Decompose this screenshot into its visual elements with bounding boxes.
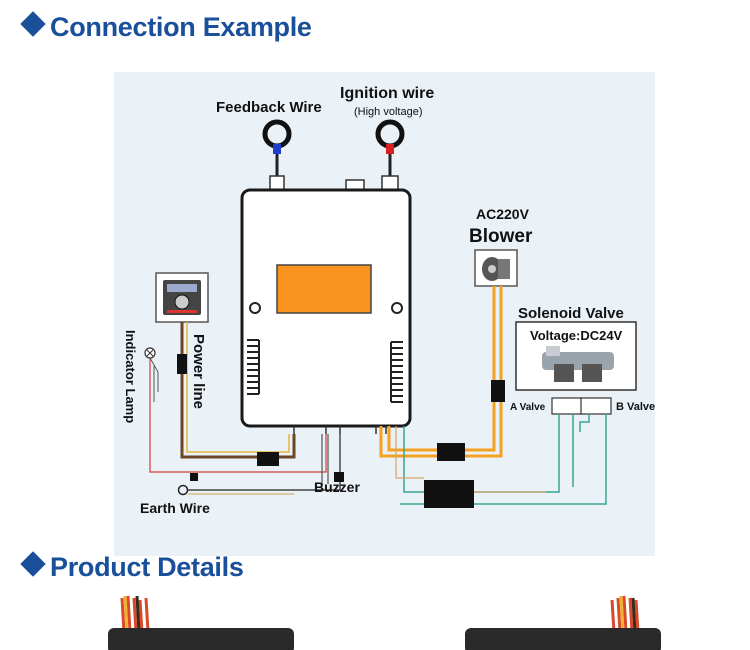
indicator-lamp-label: Indicator Lamp [123, 330, 138, 423]
power-line-label: Power line [190, 334, 207, 409]
right-vent [390, 341, 403, 403]
earth-wire-label: Earth Wire [140, 500, 210, 516]
b-valve-wire [579, 414, 590, 432]
earth-wire [188, 434, 341, 491]
power-line-connector [177, 354, 187, 374]
connection-example-title: Connection Example [50, 12, 312, 42]
buzzer-connector [334, 472, 344, 482]
earth-ring-icon [177, 484, 189, 496]
solenoid-valve-box [515, 321, 637, 391]
connection-example-heading: Connection Example [20, 11, 312, 43]
blower-connector [491, 380, 505, 402]
buzzer-wire [321, 434, 329, 484]
feedback-wire-label: Feedback Wire [216, 99, 322, 116]
bottom-terminals [293, 426, 387, 434]
solenoid-valve-icon [542, 346, 614, 382]
ignition-wire-tip [386, 144, 394, 154]
mount-hole [391, 302, 403, 314]
a-valve-terminal-block [551, 397, 583, 415]
mount-hole [249, 302, 261, 314]
valve-voltage-label: Voltage:DC24V [530, 328, 623, 343]
feedback-connector [269, 175, 285, 191]
b-valve-terminal-block [580, 397, 612, 415]
blower-motor-icon [474, 249, 518, 287]
ignition-wire-group [375, 119, 405, 191]
feedback-wire-tip [273, 144, 281, 154]
temperature-meter-icon [155, 272, 209, 323]
power-line-wire-yellow [186, 322, 290, 453]
valve-harness-wire [395, 426, 424, 479]
ignition-connector [381, 175, 399, 191]
a-valve-label: A Valve [510, 402, 546, 413]
ignition-wire-label: Ignition wire [340, 85, 434, 102]
ignition-note-label: (High voltage) [354, 106, 422, 118]
controller-display-window [276, 264, 372, 314]
diamond-bullet-icon [20, 551, 46, 577]
b-valve-label: B Valve [616, 401, 655, 413]
solenoid-valve-label: Solenoid Valve [518, 305, 624, 322]
valve-main-connector [424, 480, 474, 508]
controller-unit [240, 188, 412, 434]
product-details-title: Product Details [50, 552, 244, 582]
diamond-bullet-icon [20, 11, 46, 37]
left-vent [247, 339, 260, 395]
buzzer-label: Buzzer [314, 479, 360, 495]
blower-voltage-label: AC220V [476, 206, 530, 222]
harness-connector [437, 443, 465, 461]
power-line-wire [180, 322, 296, 459]
blower-label: Blower [469, 226, 533, 247]
feedback-wire-group [262, 119, 292, 191]
product-detail-photos [108, 595, 661, 650]
connection-diagram: Feedback Wire Ignition wire (High voltag… [114, 72, 655, 556]
product-details-heading: Product Details [20, 551, 244, 583]
lamp-icon [144, 347, 327, 473]
product-photo-right [465, 595, 661, 650]
power-main-connector [257, 452, 279, 466]
product-photo-left [108, 595, 294, 650]
earth-connector [190, 473, 198, 481]
